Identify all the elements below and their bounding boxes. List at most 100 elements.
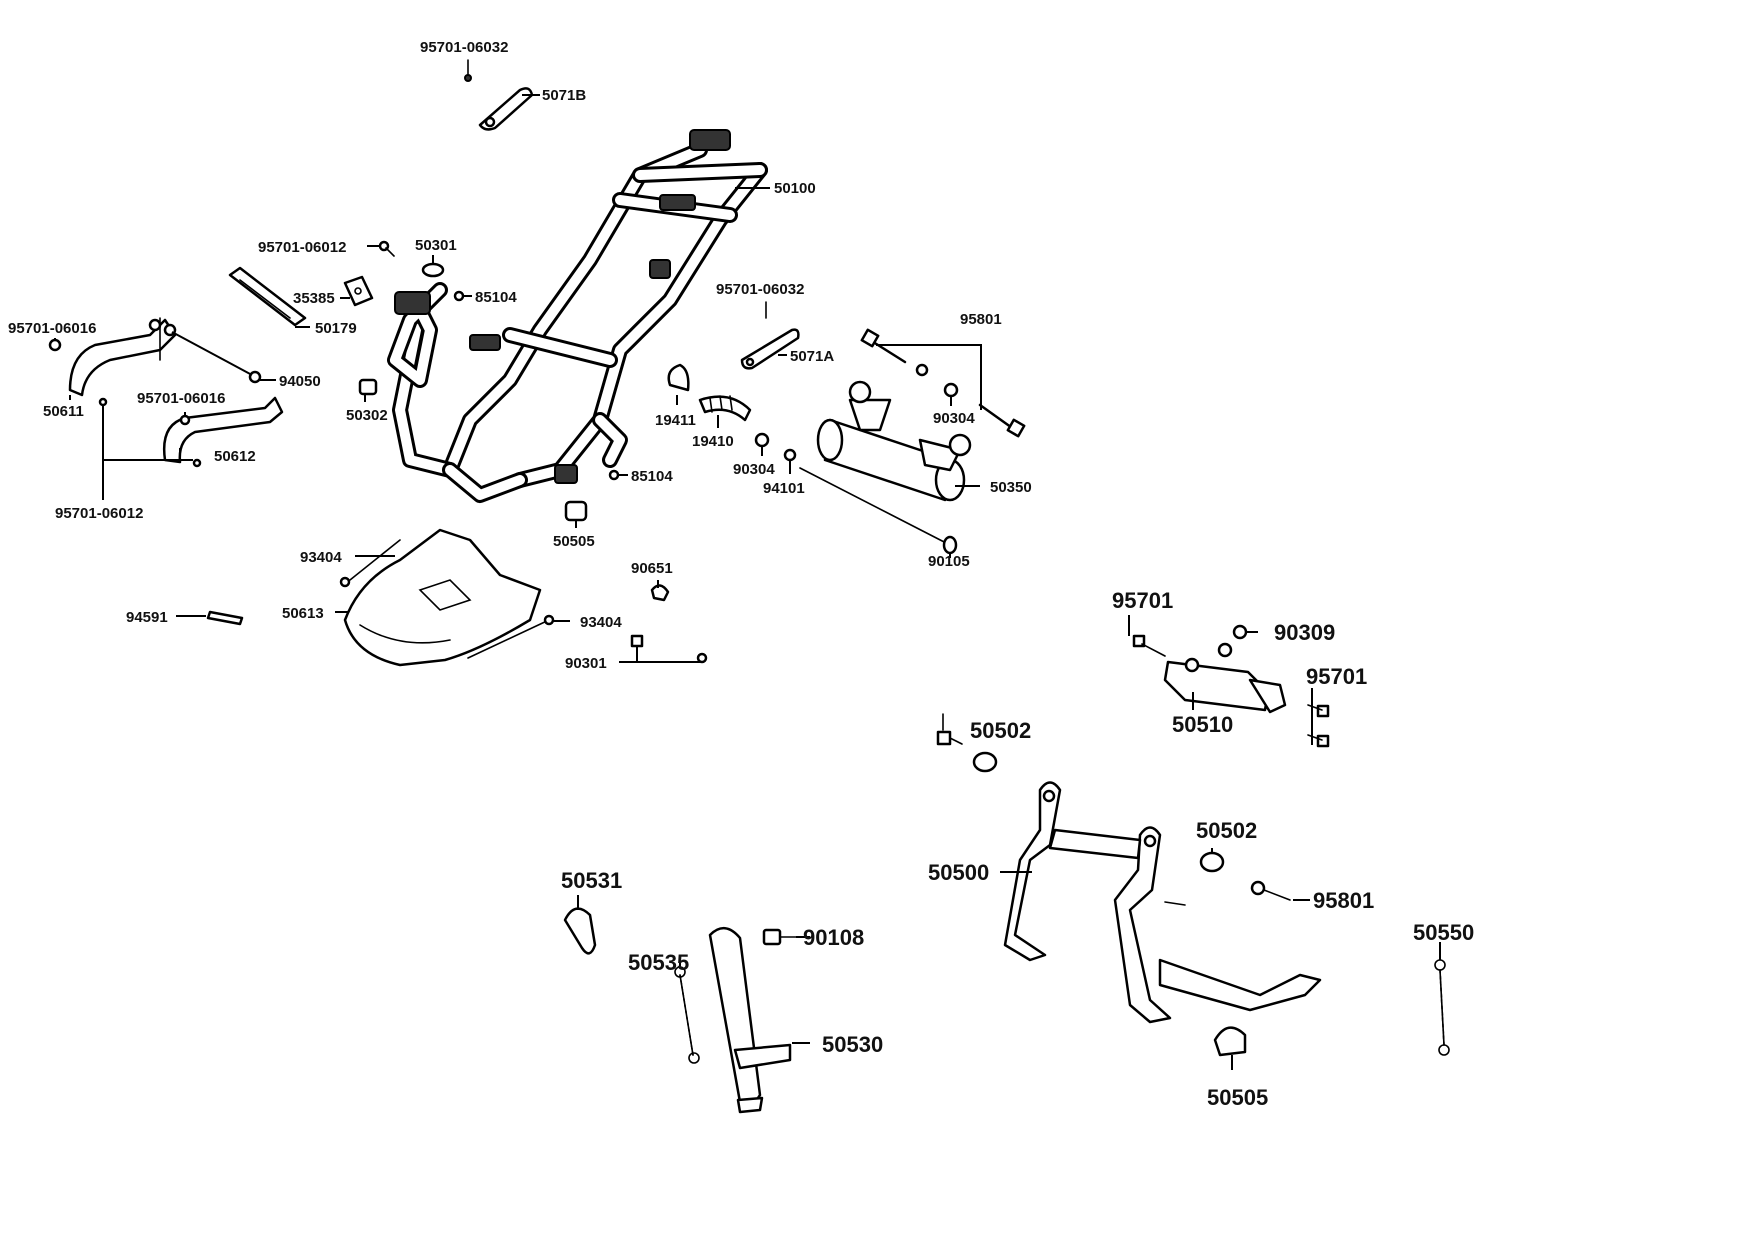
label-85104-a: 85104 <box>475 289 517 306</box>
nut-90309-drawing <box>1232 624 1248 640</box>
bolt-90108-drawing <box>762 928 797 946</box>
nut-90301-right-drawing <box>696 652 708 664</box>
grommet-50301-drawing <box>421 262 445 278</box>
clip-85104-a-drawing <box>453 290 465 302</box>
label-19411: 19411 <box>655 412 696 429</box>
label-95701-06016-a: 95701-06016 <box>8 320 96 337</box>
label-50301: 50301 <box>415 237 457 254</box>
label-95701-b: 95701 <box>1306 664 1367 689</box>
bracket-50510-drawing <box>1163 657 1287 714</box>
label-90105: 90105 <box>928 553 970 570</box>
label-50510: 50510 <box>1172 712 1233 737</box>
spring-50550-drawing <box>1434 959 1450 1056</box>
label-93404-a: 93404 <box>300 549 342 566</box>
label-50550: 50550 <box>1413 920 1474 945</box>
label-50611: 50611 <box>43 403 84 420</box>
bolt-95801-a-drawing <box>860 328 1026 438</box>
nut-90301-left-drawing <box>630 634 644 648</box>
clip-90651-drawing <box>650 584 670 602</box>
label-94101: 94101 <box>763 480 805 497</box>
washer-93404-b-drawing <box>543 614 555 626</box>
label-85104-b: 85104 <box>631 468 673 485</box>
label-94591: 94591 <box>126 609 168 626</box>
label-50613: 50613 <box>282 605 324 622</box>
label-50500: 50500 <box>928 860 989 885</box>
label-50612: 50612 <box>214 448 256 465</box>
bolt-95701-a-drawing <box>1132 634 1166 657</box>
label-50530: 50530 <box>822 1032 883 1057</box>
label-50505-a: 50505 <box>553 533 595 550</box>
washer-90304-a-drawing <box>943 382 959 398</box>
spring-50535-drawing <box>674 966 700 1064</box>
label-5071b: 5071B <box>542 87 586 104</box>
bolt-90105-drawing <box>799 467 958 555</box>
label-50505-b: 50505 <box>1207 1085 1268 1110</box>
label-95701-06032-top: 95701-06032 <box>420 39 508 56</box>
bolt-95701-06016-a-drawing <box>48 338 62 352</box>
label-90309: 90309 <box>1274 620 1335 645</box>
bolt-95701-b-drawing <box>1307 704 1330 748</box>
bolt-95701-06012-a-drawing <box>378 240 395 257</box>
stopper-50505-a-drawing <box>564 500 588 522</box>
label-50302: 50302 <box>346 407 388 424</box>
label-50531: 50531 <box>561 868 622 893</box>
nut-94050-drawing <box>248 370 262 384</box>
bolt-95701-06012-b-top-drawing <box>98 397 108 407</box>
hose-19410-drawing <box>698 395 752 422</box>
bushing-50502-a-drawing <box>972 751 998 773</box>
label-5071a: 5071A <box>790 348 834 365</box>
label-19410: 19410 <box>692 433 734 450</box>
plate-35385-drawing <box>343 275 374 307</box>
side-stand-50530-drawing <box>708 927 792 1114</box>
main-frame-drawing <box>387 129 768 503</box>
bushing-50502-b-drawing <box>1199 851 1225 873</box>
part-number-labels: 95701-06032 5071B 50100 95701-06012 5030… <box>8 39 1474 1110</box>
bolt-95701-06012-b-right-drawing <box>192 458 202 468</box>
bolt-95701-06016-b-drawing <box>179 414 191 426</box>
label-95701-06012-b: 95701-06012 <box>55 505 143 522</box>
label-95801-b: 95801 <box>1313 888 1374 913</box>
bracket-50611-drawing <box>68 317 177 397</box>
label-90304-a: 90304 <box>933 410 975 427</box>
washer-90304-a-top-drawing <box>915 363 929 377</box>
bracket-50531-drawing <box>563 907 597 955</box>
washer-94101-drawing <box>783 448 797 462</box>
label-90108: 90108 <box>803 925 864 950</box>
leader-lines <box>54 94 1441 1070</box>
bolt-95801-b-drawing <box>1250 880 1291 901</box>
label-35385: 35385 <box>293 290 335 307</box>
engine-mount-50350-drawing <box>816 380 972 502</box>
washer-90304-b-drawing <box>754 432 770 448</box>
label-50350: 50350 <box>990 479 1032 496</box>
washer-93404-a-drawing <box>339 576 351 588</box>
bracket-5071b-drawing <box>464 59 534 131</box>
bolt-50502-a-drawing <box>936 713 963 746</box>
strip-50179-drawing <box>228 266 307 327</box>
label-95701-06012-a: 95701-06012 <box>258 239 346 256</box>
clip-85104-b-drawing <box>608 469 620 481</box>
clip-19411-drawing <box>667 363 690 392</box>
label-50502-a: 50502 <box>970 718 1031 743</box>
nut-90309-lower-drawing <box>1217 642 1233 658</box>
stopper-50505-b-drawing <box>1213 1026 1247 1057</box>
label-95701-06032-mid: 95701-06032 <box>716 281 804 298</box>
label-90304-b: 90304 <box>733 461 775 478</box>
tie-94591-drawing <box>206 610 244 626</box>
label-95801-a: 95801 <box>960 311 1002 328</box>
bolt-93404-b-drawing <box>467 619 550 659</box>
label-50179: 50179 <box>315 320 357 337</box>
label-94050: 94050 <box>279 373 321 390</box>
main-stand-50500-drawing <box>1003 781 1322 1024</box>
label-90651: 90651 <box>631 560 673 577</box>
label-50100: 50100 <box>774 180 816 197</box>
bracket-5071a-drawing <box>740 301 800 370</box>
under-cover-50613-drawing <box>343 528 542 667</box>
label-93404-b: 93404 <box>580 614 622 631</box>
label-90301: 90301 <box>565 655 607 672</box>
label-50535: 50535 <box>628 950 689 975</box>
label-95701-06016-b: 95701-06016 <box>137 390 225 407</box>
label-50502-b: 50502 <box>1196 818 1257 843</box>
label-95701-a: 95701 <box>1112 588 1173 613</box>
grommet-50302-drawing <box>358 378 378 396</box>
